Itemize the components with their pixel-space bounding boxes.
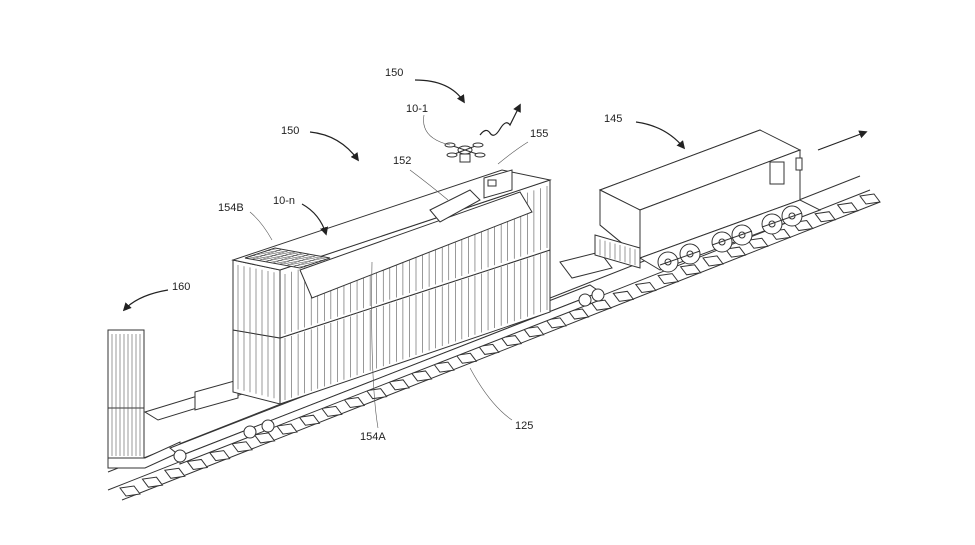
railway-tie: [455, 352, 478, 364]
railway-tie: [836, 202, 859, 214]
railway-tie: [724, 246, 747, 258]
label-155: 155: [530, 128, 548, 140]
grid-line: [286, 255, 317, 266]
reference-labels: 150 10-1 155 150 152 145 154B 10-n 160 1…: [172, 67, 622, 443]
railway-tie: [612, 290, 635, 302]
leader-lines: [122, 79, 686, 429]
railway-tie: [253, 432, 276, 444]
container-car-150: [231, 169, 552, 405]
railway-tie: [679, 264, 702, 276]
label-125: 125: [515, 420, 533, 432]
coupling-rod: [761, 212, 803, 228]
railway-tie: [859, 193, 881, 205]
railway-tie: [814, 211, 837, 223]
label-154B: 154B: [218, 202, 244, 214]
label-145: 145: [604, 113, 622, 125]
uav-10-1: [444, 103, 521, 163]
railway-tie: [298, 414, 321, 426]
partial-container-ribs: [111, 334, 141, 456]
railway-tie: [657, 273, 680, 285]
railway-tie: [634, 281, 657, 294]
railway-tie: [433, 361, 455, 373]
label-10-n: 10-n: [273, 195, 295, 207]
train-direction-arrow: [817, 130, 868, 151]
railway-tie: [746, 237, 769, 249]
railway-tie: [231, 441, 254, 453]
railway-tie: [545, 317, 567, 329]
coupling-rod: [711, 230, 753, 246]
railway-tie: [500, 335, 523, 347]
railway-tie: [702, 255, 724, 267]
railway-tie: [141, 476, 164, 488]
grid-line: [271, 248, 327, 260]
locomotive-wheels: [657, 205, 803, 273]
railway-tie: [343, 396, 366, 409]
coupling-rod: [659, 250, 701, 266]
railway-tie: [119, 485, 141, 497]
railway-tie: [388, 379, 410, 391]
railway-tie: [522, 326, 545, 338]
grid-line: [272, 252, 303, 264]
label-152: 152: [393, 155, 411, 167]
label-160: 160: [172, 281, 190, 293]
label-154A: 154A: [360, 431, 386, 443]
locomotive-145: [594, 129, 822, 273]
label-10-1: 10-1: [406, 103, 428, 115]
label-150-top: 150: [385, 67, 403, 79]
railway-tie: [410, 370, 433, 382]
railway-tie: [567, 308, 590, 320]
railway-tie: [365, 388, 388, 400]
grid-line: [267, 250, 323, 261]
roof-grid-154B: [248, 248, 327, 268]
container-end-doors: [237, 265, 275, 399]
railway-tie: [477, 343, 500, 355]
railway-tie: [208, 450, 231, 462]
grid-line: [263, 251, 319, 263]
grid-line: [279, 253, 310, 265]
railway-tie: [186, 458, 209, 470]
railway-tie: [276, 423, 298, 435]
grid-line: [293, 256, 324, 268]
railway-tie: [163, 467, 186, 479]
railway-tie: [320, 405, 343, 417]
label-150-car: 150: [281, 125, 299, 137]
locomotive-grille: [599, 239, 636, 266]
